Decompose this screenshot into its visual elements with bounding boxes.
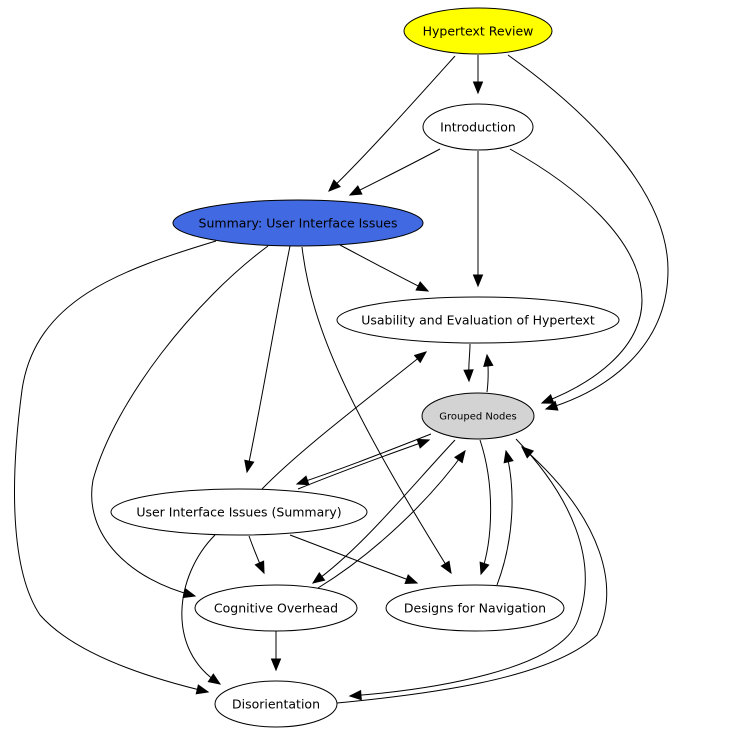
edge-introduction-to-usability-evaluation (472, 151, 484, 288)
node-label: Introduction (440, 120, 516, 135)
arrowhead (544, 400, 559, 411)
edge-line (301, 246, 452, 574)
edge-ui-issues-summary-to-cognitive-overhead (248, 535, 265, 575)
node-label: Grouped Nodes (439, 412, 516, 423)
edge-line (317, 450, 466, 589)
arrowhead (463, 369, 474, 383)
edge-line (91, 245, 269, 597)
edge-summary-ui-issues-to-usability-evaluation (339, 244, 430, 292)
arrowhead (311, 572, 326, 584)
edge-line (336, 446, 608, 704)
edge-disorientation-to-grouped-nodes (336, 446, 608, 704)
edge-hypertext-review-to-introduction (472, 55, 484, 95)
arrowhead (270, 658, 282, 672)
arrowhead (416, 438, 431, 449)
edge-hypertext-review-to-summary-ui-issues (328, 55, 456, 192)
nodes-layer: Hypertext Review Introduction Summary: U… (110, 7, 620, 728)
node-usability-evaluation[interactable]: Usability and Evaluation of Hypertext (336, 296, 620, 344)
edge-ui-issues-summary-to-designs-navigation (289, 534, 419, 585)
arrowhead (503, 449, 514, 464)
arrowhead (404, 574, 419, 585)
edge-line (339, 244, 429, 292)
edge-designs-navigation-to-grouped-nodes (496, 449, 514, 586)
edge-line (496, 450, 513, 586)
edge-summary-ui-issues-to-ui-issues-summary (244, 245, 291, 474)
node-cognitive-overhead[interactable]: Cognitive Overhead (194, 584, 358, 632)
edge-line (296, 433, 432, 485)
arrowhead (328, 179, 341, 192)
edges-layer (14, 54, 669, 704)
edge-usability-evaluation-to-grouped-nodes (463, 343, 474, 383)
node-grouped-nodes[interactable]: Grouped Nodes (421, 392, 535, 440)
arrowhead (348, 185, 363, 196)
edge-line (289, 534, 418, 584)
edge-line (349, 438, 586, 697)
edge-line (479, 439, 492, 575)
edge-grouped-nodes-to-designs-navigation (479, 439, 492, 576)
node-label: Hypertext Review (423, 24, 534, 39)
edge-introduction-to-grouped-nodes (509, 148, 643, 404)
edge-line (507, 54, 669, 410)
edge-summary-ui-issues-to-disorientation (14, 240, 217, 695)
arrowhead (207, 673, 222, 685)
node-label: Usability and Evaluation of Hypertext (361, 313, 595, 328)
node-summary-ui-issues[interactable]: Summary: User Interface Issues (172, 199, 424, 247)
edge-ui-issues-summary-to-disorientation (181, 534, 222, 685)
edge-ui-issues-summary-to-grouped-nodes (297, 438, 431, 490)
arrowhead (454, 449, 466, 464)
edge-line (181, 534, 221, 685)
node-introduction[interactable]: Introduction (422, 103, 534, 151)
node-label: Summary: User Interface Issues (199, 216, 398, 231)
edge-ui-issues-summary-to-usability-evaluation (261, 351, 428, 490)
edge-summary-ui-issues-to-designs-navigation (301, 246, 452, 575)
arrowhead (254, 560, 265, 575)
edge-cognitive-overhead-to-grouped-nodes (317, 449, 466, 589)
arrowhead (540, 393, 555, 404)
arrowhead (472, 274, 484, 288)
edge-line (297, 439, 430, 490)
edge-grouped-nodes-to-usability-evaluation (483, 353, 494, 393)
node-hypertext-review[interactable]: Hypertext Review (403, 7, 553, 55)
edge-grouped-nodes-to-ui-issues-summary (295, 433, 432, 486)
node-label: Disorientation (232, 697, 320, 712)
arrowhead (440, 560, 452, 575)
edge-cognitive-overhead-to-disorientation (270, 631, 282, 672)
edge-hypertext-review-to-grouped-nodes (507, 54, 669, 411)
arrowhead (479, 561, 490, 576)
edge-line (509, 148, 643, 404)
arrowhead (483, 353, 494, 368)
edge-introduction-to-summary-ui-issues (348, 148, 441, 196)
node-disorientation[interactable]: Disorientation (214, 680, 338, 728)
node-label: User Interface Issues (Summary) (136, 505, 341, 520)
arrowhead (472, 81, 484, 95)
node-label: Designs for Navigation (404, 601, 546, 616)
arrowhead (521, 446, 535, 459)
node-designs-navigation[interactable]: Designs for Navigation (385, 584, 565, 632)
arrowhead (348, 689, 362, 701)
edge-line (261, 351, 427, 490)
node-label: Cognitive Overhead (214, 601, 338, 616)
edge-grouped-nodes-to-disorientation (348, 438, 586, 701)
edge-summary-ui-issues-to-cognitive-overhead (91, 245, 269, 599)
edge-line (328, 55, 456, 192)
edge-grouped-nodes-to-cognitive-overhead (311, 439, 456, 584)
arrowhead (195, 684, 210, 695)
edge-line (14, 240, 217, 693)
arrowhead (413, 351, 428, 364)
edge-line (312, 439, 456, 584)
edge-line (246, 245, 291, 473)
arrowhead (244, 459, 255, 474)
node-ui-issues-summary[interactable]: User Interface Issues (Summary) (110, 488, 368, 536)
arrowhead (295, 475, 310, 486)
arrowhead (415, 281, 430, 292)
